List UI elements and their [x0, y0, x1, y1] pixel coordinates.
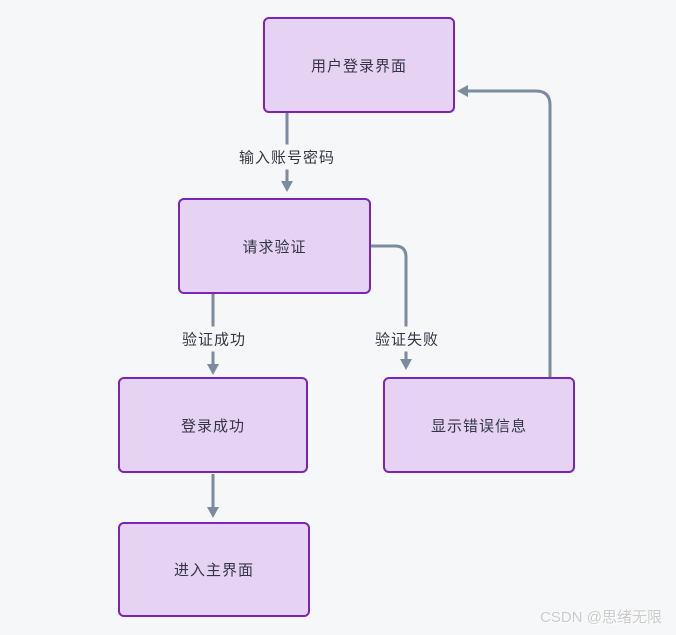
edge-line: [468, 89, 552, 377]
arrowhead-down-icon: [400, 359, 412, 370]
node-enter-main-screen: 进入主界面: [118, 522, 310, 617]
node-login-success: 登录成功: [118, 377, 308, 473]
node-show-error-message: 显示错误信息: [383, 377, 575, 473]
arrowhead-down-icon: [207, 364, 219, 375]
arrowhead-down-icon: [281, 181, 293, 192]
edge-success-to-main: [207, 474, 219, 518]
node-label: 用户登录界面: [310, 57, 407, 75]
node-user-login-screen: 用户登录界面: [263, 17, 455, 113]
node-label: 登录成功: [180, 417, 245, 435]
edge-label-verify-success: 验证成功: [177, 326, 251, 352]
node-label: 请求验证: [242, 238, 307, 256]
edge-verify-to-error: [371, 244, 412, 370]
node-label: 进入主界面: [173, 562, 254, 579]
edge-line: [371, 244, 408, 360]
edge-label-verify-fail: 验证失败: [370, 326, 444, 352]
node-label: 显示错误信息: [430, 417, 527, 435]
edge-label-input-credentials: 输入账号密码: [234, 144, 340, 170]
watermark: CSDN @思绪无限: [540, 609, 662, 626]
arrowhead-left-icon: [457, 85, 468, 97]
arrowhead-down-icon: [207, 507, 219, 518]
edge-error-to-login: [457, 85, 552, 377]
node-request-verification: 请求验证: [178, 198, 371, 294]
